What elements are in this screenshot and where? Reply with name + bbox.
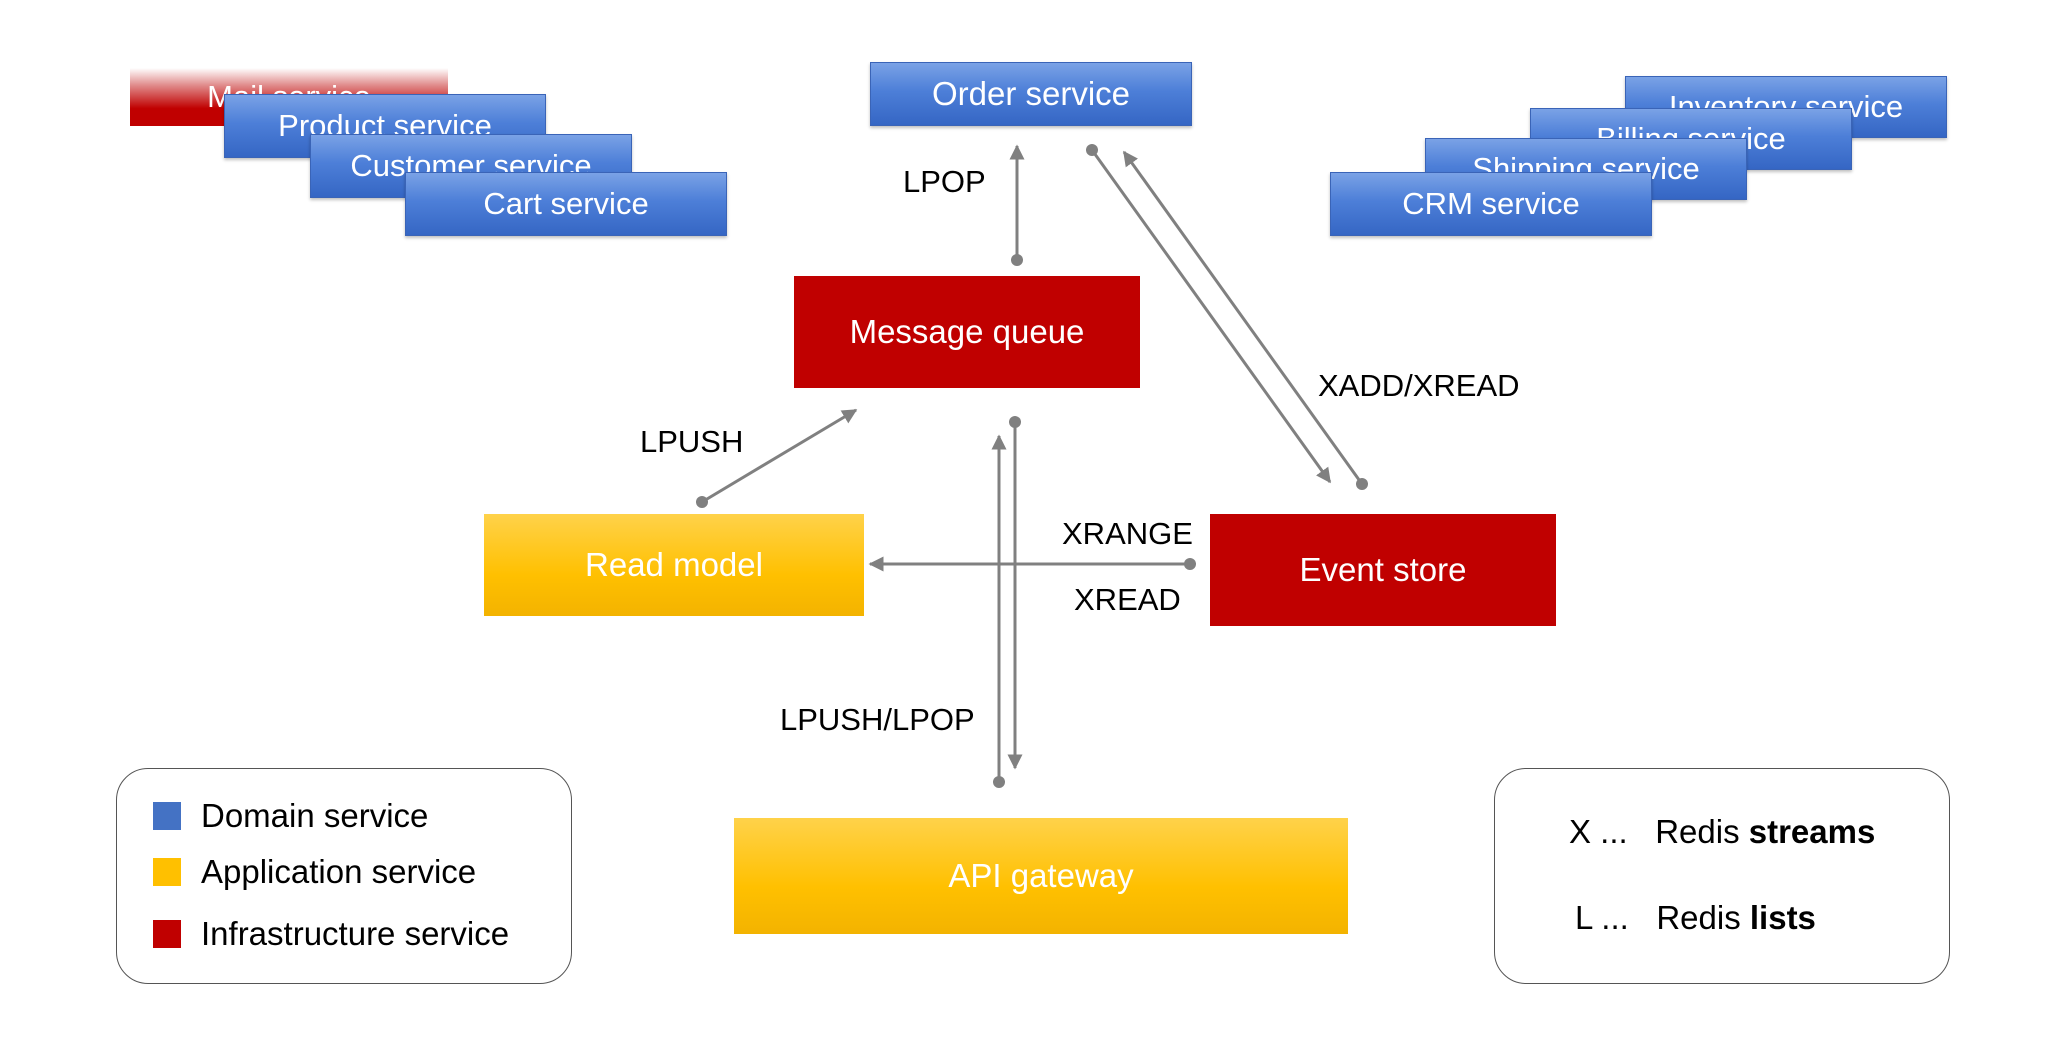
legend-infrastructure-label: Infrastructure service [201, 915, 510, 952]
order-service-box: Order service [870, 62, 1192, 126]
event-store-label: Event store [1299, 551, 1467, 588]
arrow-order-to-event-store [1090, 149, 1332, 484]
crm-service-label: CRM service [1402, 186, 1580, 221]
lpush-lpop-label: LPUSH/LPOP [780, 702, 975, 737]
arrow-gateway-origin-dot [993, 776, 1005, 788]
key-lists-prefix: L ... [1575, 899, 1629, 936]
order-service-label: Order service [931, 75, 1131, 112]
crm-service-box: CRM service [1330, 172, 1652, 236]
read-model-label: Read model [585, 546, 763, 583]
cart-service-label: Cart service [483, 186, 649, 221]
key-streams-bold: streams [1748, 813, 1876, 850]
arrow-order-origin-dot [1086, 144, 1098, 156]
message-queue-box: Message queue [794, 276, 1140, 388]
key-lists-text: Redis [1656, 899, 1750, 936]
key-streams-text: Redis [1655, 813, 1749, 850]
infrastructure-swatch [153, 920, 181, 948]
arrow-lpush-origin-dot [696, 496, 708, 508]
arrow-xrange-origin-dot [1184, 558, 1196, 570]
read-model-box: Read model [484, 514, 864, 616]
lpush-label: LPUSH [640, 424, 744, 459]
legend: Domain service Application service Infra… [116, 768, 572, 984]
key-lists-bold: lists [1749, 899, 1816, 936]
arrow-queue-origin-dot [1009, 416, 1021, 428]
message-queue-label: Message queue [849, 313, 1085, 350]
arrow-event-store-to-order [1122, 150, 1364, 485]
arrow-event-store-origin-dot [1356, 478, 1368, 490]
arrow-lpop-origin-dot [1011, 254, 1023, 266]
domain-swatch [153, 802, 181, 830]
xrange-label: XRANGE [1062, 516, 1193, 551]
key-streams-prefix: X ... [1569, 813, 1628, 850]
application-swatch [153, 858, 181, 886]
api-gateway-box: API gateway [734, 818, 1348, 934]
redis-key: X ... Redis streams L ... Redis lists [1494, 768, 1950, 984]
legend-item-application: Application service [153, 853, 476, 891]
arrow-lpush [701, 408, 858, 504]
lpop-label: LPOP [903, 164, 986, 199]
cart-service-box: Cart service [405, 172, 727, 236]
key-lists: L ... Redis lists [1575, 899, 1816, 937]
xread-label: XREAD [1074, 582, 1181, 617]
key-streams: X ... Redis streams [1569, 813, 1875, 851]
legend-domain-label: Domain service [201, 797, 429, 834]
event-store-box: Event store [1210, 514, 1556, 626]
api-gateway-label: API gateway [948, 857, 1134, 894]
legend-item-infrastructure: Infrastructure service [153, 915, 509, 953]
legend-application-label: Application service [201, 853, 477, 890]
xadd-xread-label: XADD/XREAD [1318, 368, 1520, 403]
legend-item-domain: Domain service [153, 797, 428, 835]
